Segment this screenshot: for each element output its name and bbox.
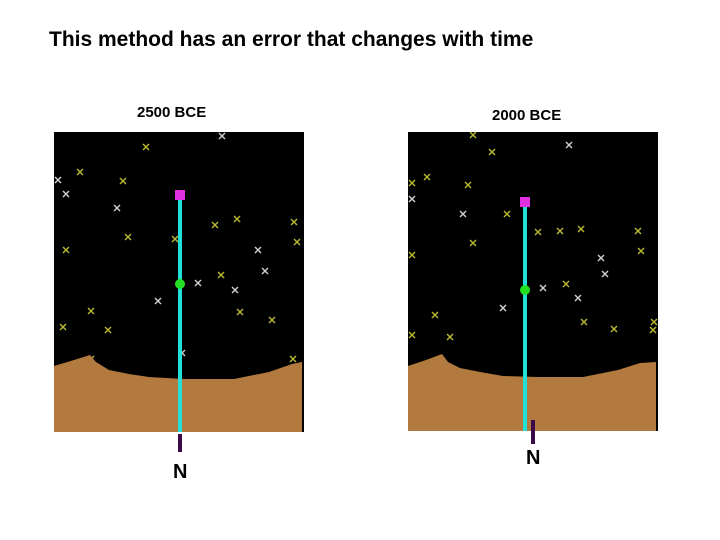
sky-panel-2500bce — [54, 132, 304, 452]
star — [171, 235, 179, 243]
slide-title: This method has an error that changes wi… — [49, 28, 534, 51]
star — [231, 286, 239, 294]
star-field — [408, 132, 658, 341]
star — [293, 238, 301, 246]
sky-panel-2000bce — [408, 132, 658, 444]
star — [503, 210, 511, 218]
star — [431, 311, 439, 319]
star — [580, 318, 588, 326]
middle-star-marker — [520, 285, 530, 295]
star — [154, 297, 162, 305]
star — [142, 143, 150, 151]
star — [218, 132, 226, 140]
top-star-marker — [520, 197, 530, 207]
star — [76, 168, 84, 176]
star — [469, 239, 477, 247]
north-label-2500bce: N — [173, 461, 188, 483]
star — [423, 173, 431, 181]
star — [62, 190, 70, 198]
star — [211, 221, 219, 229]
star — [637, 247, 645, 255]
star-field — [54, 132, 301, 363]
star — [574, 294, 582, 302]
star — [59, 323, 67, 331]
star — [556, 227, 564, 235]
star — [119, 177, 127, 185]
star — [408, 331, 416, 339]
star — [217, 271, 225, 279]
star — [601, 270, 609, 278]
star — [562, 280, 570, 288]
star — [534, 228, 542, 236]
star — [408, 195, 416, 203]
star — [577, 225, 585, 233]
star — [194, 279, 202, 287]
top-star-marker — [175, 190, 185, 200]
star — [124, 233, 132, 241]
star — [233, 215, 241, 223]
star — [113, 204, 121, 212]
north-label-2000bce: N — [526, 447, 541, 469]
star — [236, 308, 244, 316]
star — [650, 318, 658, 326]
star — [408, 251, 416, 259]
star — [597, 254, 605, 262]
star — [610, 325, 618, 333]
middle-star-marker — [175, 279, 185, 289]
star — [54, 176, 62, 184]
star — [459, 210, 467, 218]
star — [488, 148, 496, 156]
star — [469, 132, 477, 139]
panel-label-2500bce: 2500 BCE — [137, 104, 207, 121]
star — [104, 326, 112, 334]
star — [289, 355, 297, 363]
horizon-ground — [408, 354, 656, 431]
star — [499, 304, 507, 312]
star — [539, 284, 547, 292]
star — [634, 227, 642, 235]
star — [87, 307, 95, 315]
star — [62, 246, 70, 254]
star — [254, 246, 262, 254]
star — [290, 218, 298, 226]
star — [261, 267, 269, 275]
star — [268, 316, 276, 324]
star — [649, 326, 657, 334]
star — [464, 181, 472, 189]
star — [565, 141, 573, 149]
star — [408, 179, 416, 187]
star — [446, 333, 454, 341]
panel-label-2000bce: 2000 BCE — [492, 107, 562, 124]
